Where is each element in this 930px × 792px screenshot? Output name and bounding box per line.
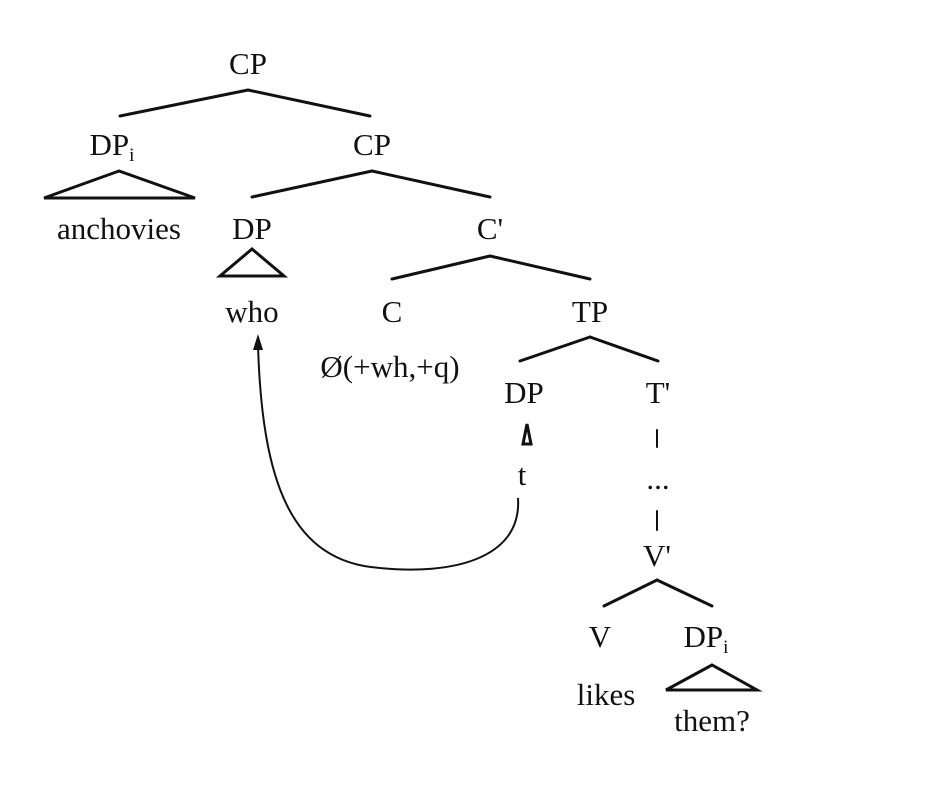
leaf-them: them? [674,703,750,738]
node-dp-i-obj-label: DP [684,619,724,654]
node-t-bar: T' [646,375,671,410]
edge-vbar-to-v [602,578,659,608]
node-dp-i-top-index: i [129,145,134,166]
node-dp-who: DP [232,211,272,246]
triangle-anchovies [43,169,196,200]
branch-lines [118,88,714,608]
node-cp-root: CP [229,46,267,81]
node-dp-i-obj: DPi [684,619,729,658]
node-tp: TP [572,294,608,329]
triangle-trace [521,423,533,446]
triangle-them [665,663,763,692]
edge-cp-root-to-cp [246,88,372,118]
edge-cp-to-dp [250,169,374,199]
edge-cp-to-cbar [370,169,492,199]
node-v-bar: V' [643,538,671,573]
node-dp-i-top: DPi [90,127,135,166]
node-dp-trace: DP [504,375,544,410]
node-dp-i-obj-index: i [723,637,728,658]
triangle-who [215,247,289,278]
leaf-null-complementizer: Ø(+wh,+q) [320,349,459,384]
movement-arrowhead-icon [253,334,263,350]
node-ellipsis: ... [646,461,669,496]
node-c-bar: C' [477,211,503,246]
movement-arrow [257,344,520,571]
node-dp-i-top-label: DP [90,127,130,162]
leaf-likes: likes [577,677,636,712]
leaf-anchovies: anchovies [57,211,181,246]
edge-cp-root-to-dpi [118,88,250,118]
node-cp-inner: CP [353,127,391,162]
node-v-head: V [589,619,612,654]
leaf-trace: t [518,457,527,492]
leaf-who: who [225,294,278,329]
edge-cbar-to-c [390,254,492,281]
node-c-head: C [382,294,403,329]
edge-tp-to-tbar [588,335,660,363]
edge-tp-to-dp [518,335,592,363]
edge-cbar-to-tp [488,254,592,281]
edge-vbar-to-dpi [655,578,714,608]
